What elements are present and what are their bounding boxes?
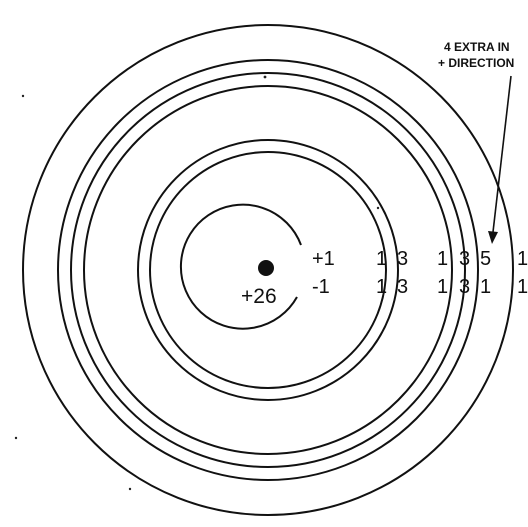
shell-1-arc — [181, 205, 301, 329]
plus-row-shell-2-p: 3 — [397, 248, 408, 270]
minus-row-shell-3-p: 3 — [459, 276, 470, 298]
plus-row-shell-4-s: 1 — [517, 248, 528, 270]
plus-row-shell-3-p: 3 — [459, 248, 470, 270]
nucleus-dot — [258, 260, 274, 276]
spin-minus-row: -1 1 3 1 3 1 1 — [312, 276, 528, 298]
annotation-line-1: 4 EXTRA IN — [444, 40, 510, 54]
annotation-arrow-shaft — [493, 76, 511, 232]
minus-row-shell-2-p: 3 — [397, 276, 408, 298]
plus-row-shell-3-s: 1 — [437, 248, 448, 270]
nucleus-charge-label: +26 — [241, 285, 277, 308]
annotation-arrow-head — [488, 231, 498, 244]
annotation-line-2: + DIRECTION — [438, 56, 514, 70]
plus-row-shell-3-d: 5 — [480, 248, 491, 270]
minus-row-shell-2-s: 1 — [376, 276, 387, 298]
plus-row-shell-1: +1 — [312, 248, 335, 270]
minus-row-shell-3-d: 1 — [480, 276, 491, 298]
plus-row-shell-2-s: 1 — [376, 248, 387, 270]
minus-row-shell-1: -1 — [312, 276, 330, 298]
minus-row-shell-4-s: 1 — [517, 276, 528, 298]
spin-plus-row: +1 1 3 1 3 5 1 — [312, 248, 528, 270]
minus-row-shell-3-s: 1 — [437, 276, 448, 298]
